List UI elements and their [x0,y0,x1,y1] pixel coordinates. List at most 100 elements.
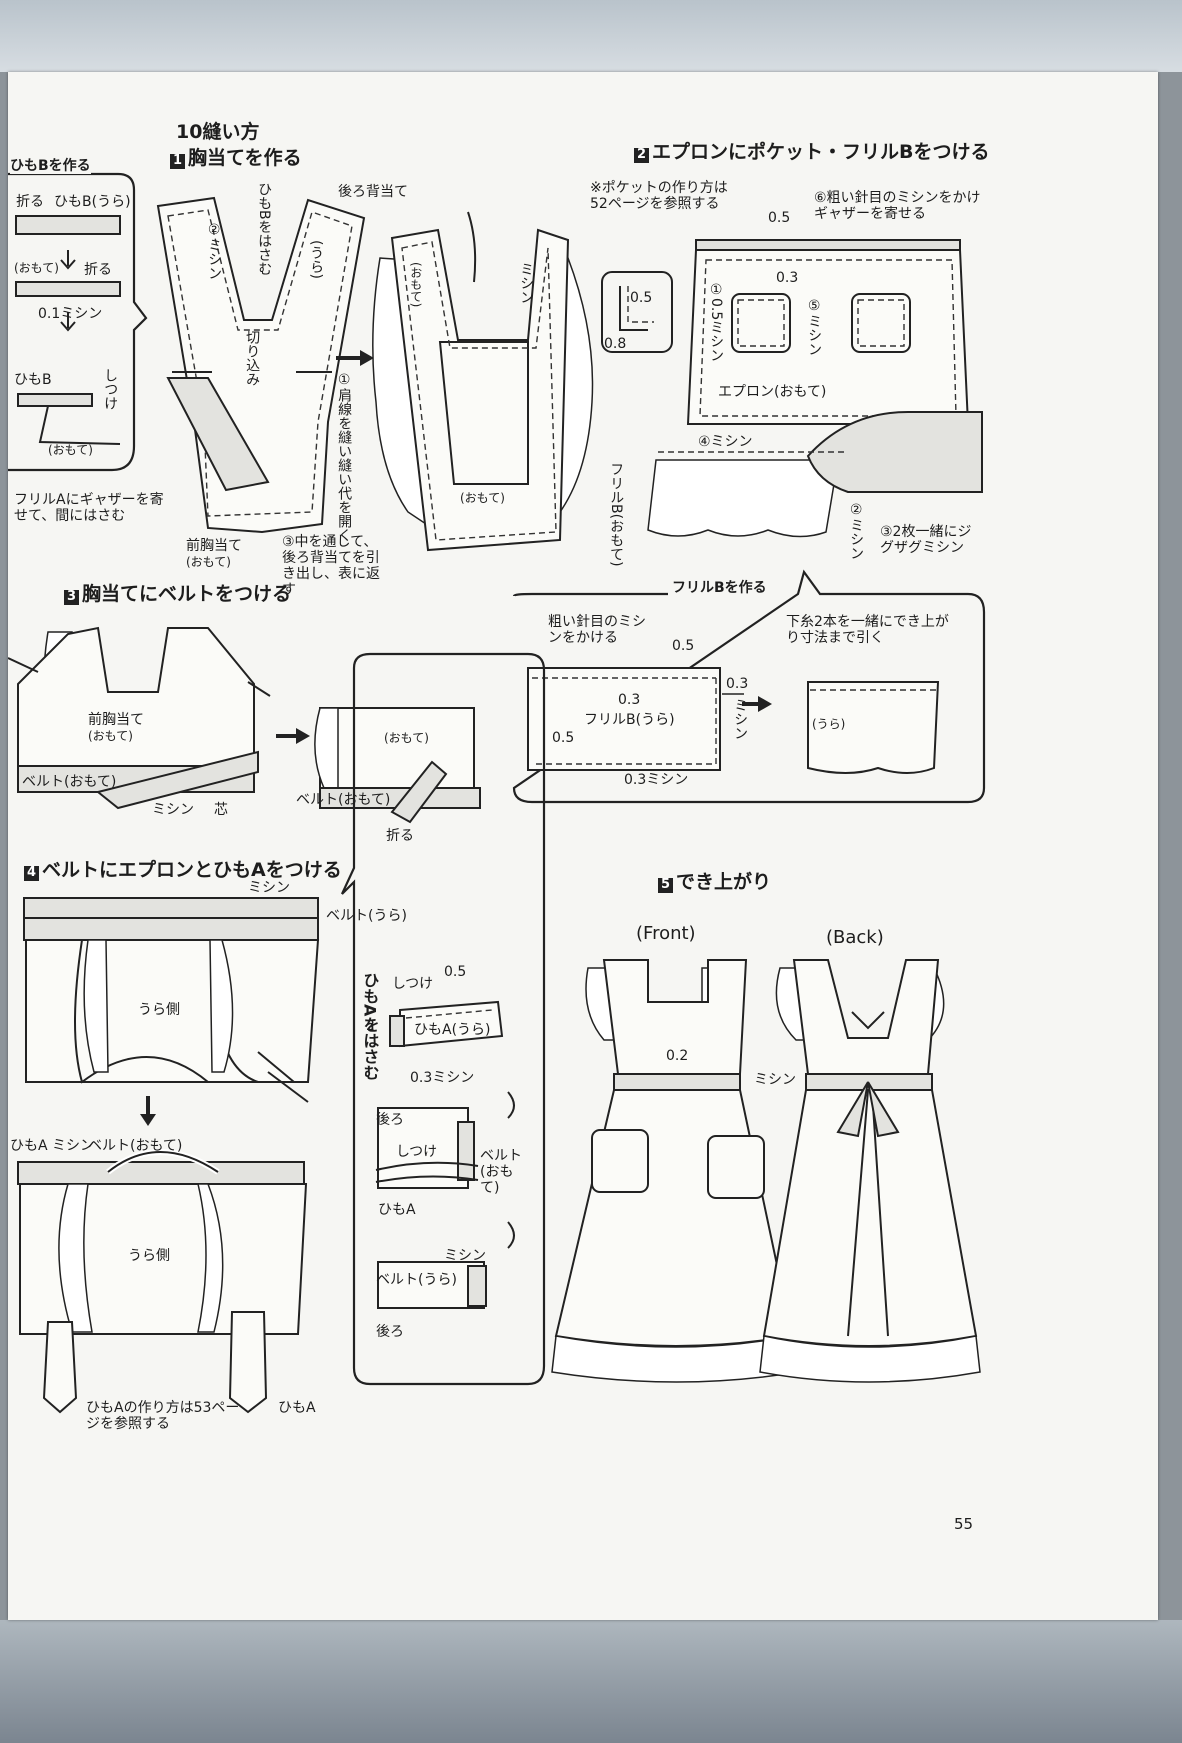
inset-tack1: しつけ [392,976,434,992]
bib-done-center: (おもて) [460,491,505,505]
zigzag-note: ③2枚一緒にジグザグミシン [880,524,972,557]
bib-stitch: ②ミシン [206,222,223,280]
himoB-label: ひもB [14,372,52,388]
inset-05: 0.5 [630,290,653,306]
main-title: 10縫い方 [176,121,260,143]
back-bib-label: 後ろ背当て [338,184,408,200]
back-bib-ura: (うら) [308,240,325,279]
frillB-v05: 0.5 [672,638,695,654]
step4-note: ひもAの作り方は53ページを参照する [86,1400,240,1433]
apron-v05: 0.5 [768,210,791,226]
scan-border-top [0,0,1182,72]
inset-back1: 後ろ [376,1112,404,1128]
belt-stitch: ミシン [152,802,194,818]
belt-omote-left: ベルト(おもて) [22,774,117,790]
finished-front-label: (Front) [636,923,696,944]
frillB-ura: (うら) [812,717,846,731]
inset-belt-omote: ベルト(おもて) [480,1148,522,1197]
bib-done-drawing [372,211,594,552]
step4-belt-omote: ベルト(おもて) [88,1138,183,1154]
apron-stitch2: ②ミシン [848,502,865,560]
apron-stitch1: ①0.5ミシン [708,282,725,363]
step4-inside1: うら側 [138,1002,180,1018]
step3-text: ③中を通して、後ろ背当てを引き出し、表に返す [282,534,380,599]
frillB-title: フリルBを作る [668,580,771,597]
himoB-fold2: 折る [84,262,112,278]
bib-insert-label: ひもBをはさむ [256,182,273,276]
inset-belt-ura: ベルト(うら) [376,1272,457,1288]
himoB-front1: (おもて) [14,261,59,275]
belt-apron-top-drawing [23,897,320,1103]
finished-back-drawing [759,959,981,1383]
apron-drawing [647,239,983,538]
himoB-front2: (おもて) [48,443,93,457]
finished-back-label: (Back) [826,927,884,948]
apron-label: エプロン(おもて) [718,384,827,400]
gather-note: ⑥粗い針目のミシンをかけギャザーを寄せる [814,190,981,223]
inset-himoA: ひもA [378,1202,416,1218]
belt-front-omote: (おもて) [88,729,133,743]
belt-right-omote: (おもて) [384,731,429,745]
bib-done-front: (おもて) [408,262,423,308]
inset-v2: 2 [366,1018,375,1034]
inset-stitch: ミシン [444,1248,486,1264]
arrow-right-2 [276,728,310,744]
frillB-v03: 0.3 [618,692,641,708]
himoB-stitch: 0.1ミシン [38,306,103,322]
inset-himoA-ura: ひもA(うら) [414,1022,491,1038]
section-4-title: ベルトにエプロンとひもAをつける [42,859,342,881]
apron-stitch4: ④ミシン [698,434,753,450]
belt-right-belt: ベルト(おもて) [296,792,391,808]
scan-border-bottom [0,1620,1182,1743]
finished-v02: 0.2 [666,1048,689,1064]
frillB-rough: 粗い針目のミシンをかける [548,614,646,647]
himoB-tack: しつけ [102,368,119,410]
section-2-number: 2 [634,147,650,163]
himoB-piece: ひもB(うら) [54,194,131,210]
step4-inside2: うら側 [128,1248,170,1264]
step4-belt-ura: ベルト(うら) [326,908,407,924]
step1-text: ①肩線を縫い縫い代を開く [336,372,353,542]
section-5-title: でき上がり [676,871,772,893]
step4-stitch-top: ミシン [248,880,290,896]
arrow-down-1 [140,1096,156,1126]
frillB-label: フリルB(うら) [584,712,675,728]
frill-a-note: フリルAにギャザーを寄せて、間にはさむ [14,492,164,525]
pocket-inset [601,271,673,353]
frillB-bottom: 0.3ミシン [624,772,689,788]
step4-left-label: ひもA ミシン [10,1138,95,1154]
frillB-right03: 0.3 [726,676,749,692]
arrow-right-1 [336,350,374,366]
front-bib-omote: (おもて) [186,555,231,569]
himoB-fold1: 折る [16,194,44,210]
section-3-title: 胸当てにベルトをつける [82,583,292,605]
finished-stitch: ミシン [754,1072,796,1088]
section-3-number: 3 [64,589,80,605]
himoB-bubble [8,172,148,472]
frillB-bubble [512,569,986,804]
step4-himoA: ひもA [278,1400,316,1416]
inset-v03: 0.3ミシン [410,1070,475,1086]
front-bib-label: 前胸当て [186,538,242,554]
finished-front-drawing [551,959,799,1383]
himoA-inset-title: ひもAをはさむ [360,972,380,1081]
pocket-note: ※ポケットの作り方は52ページを参照する [590,180,728,213]
apron-v03: 0.3 [776,270,799,286]
belt-core: 芯 [214,802,228,818]
himoB-title: ひもBを作る [10,158,91,175]
belt-front-bib: 前胸当て [88,712,144,728]
belt-apron-bottom-drawing [17,1149,308,1414]
inset-back2: 後ろ [376,1324,404,1340]
belt-bib-drawing [8,626,271,810]
frillB-left05: 0.5 [552,730,575,746]
bib-done-stitch: ミシン [518,262,535,304]
belt-fold-drawing [314,707,481,824]
frillB-pull: 下糸2本を一緒にでき上がり寸法まで引く [786,614,949,647]
section-4-number: 4 [24,865,40,881]
section-1-number: 1 [170,153,186,169]
apron-frillB: フリルB(おもて) [608,462,625,567]
